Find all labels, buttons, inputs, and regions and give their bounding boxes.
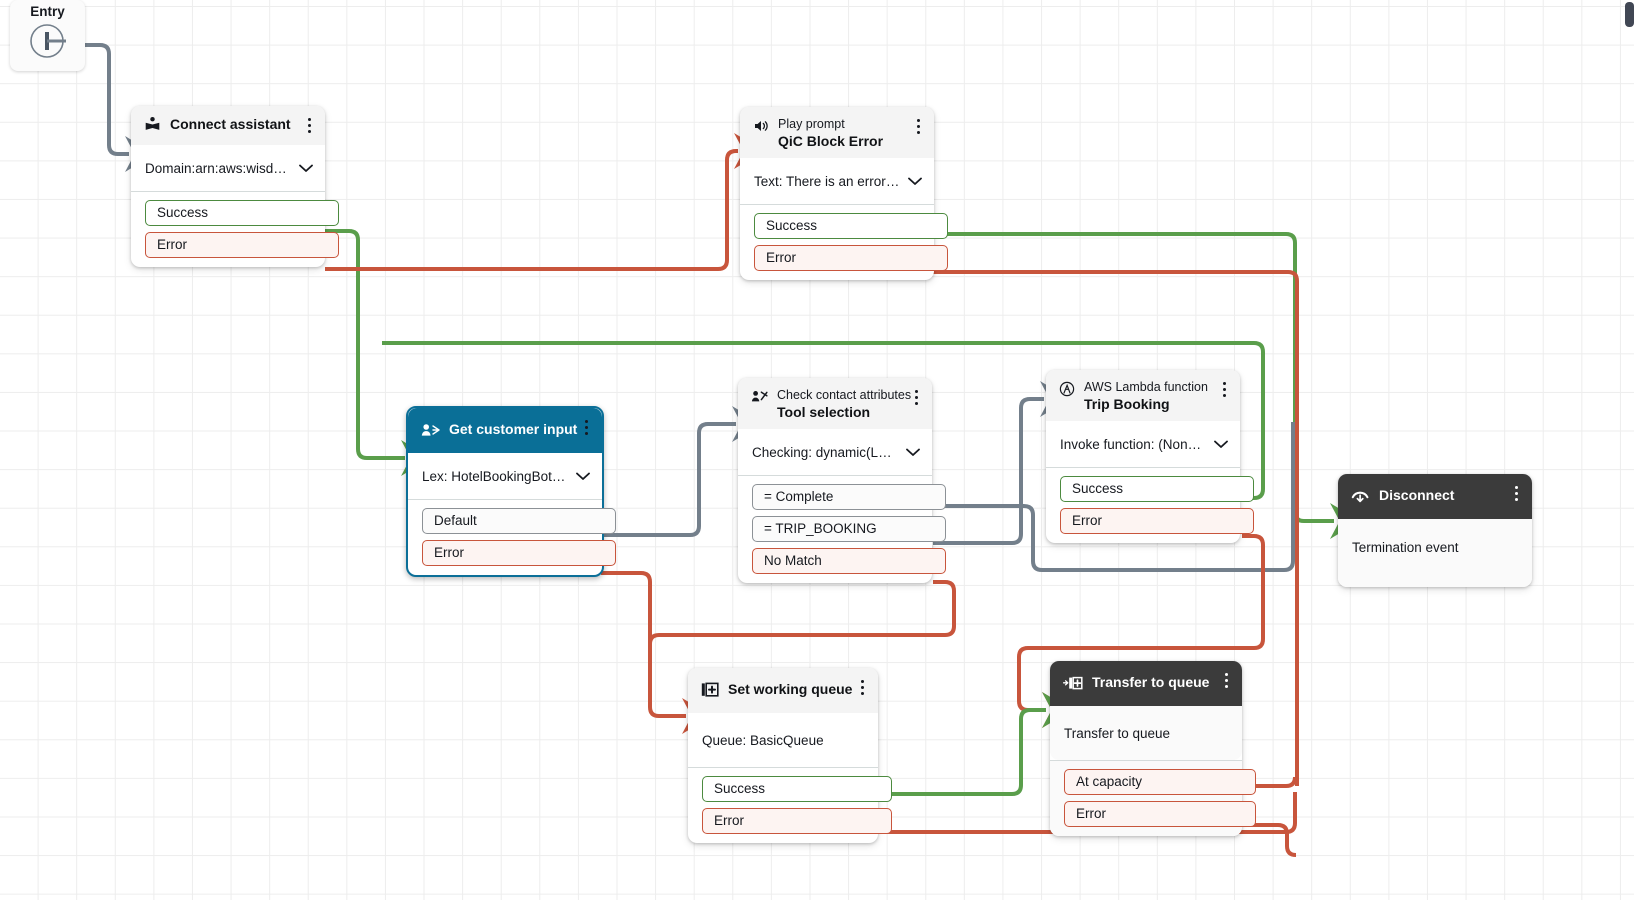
- node-get-customer-input[interactable]: Get customer input Lex: HotelBookingBot …: [406, 406, 616, 577]
- node-body-text: Checking: dynamic(Lex > ...: [752, 444, 898, 460]
- check-attributes-icon: [751, 391, 768, 402]
- node-title: Tool selection: [777, 404, 871, 421]
- port-success[interactable]: Success: [1060, 476, 1254, 503]
- node-connect-assistant[interactable]: Connect assistant Domain:arn:aws:wisdom:…: [131, 106, 339, 267]
- node-menu-button[interactable]: [579, 418, 593, 436]
- node-disconnect[interactable]: Disconnect Termination event: [1338, 474, 1532, 587]
- edge-connect-success-to-get-input: [325, 229, 431, 476]
- port-error[interactable]: Error: [1060, 508, 1254, 535]
- node-body-text: Invoke function: (None s...: [1060, 436, 1206, 452]
- node-body[interactable]: Checking: dynamic(Lex > ...: [738, 429, 932, 475]
- chevron-down-icon[interactable]: [576, 472, 590, 481]
- node-ports: Default Error: [408, 499, 616, 575]
- chevron-down-icon[interactable]: [1214, 440, 1228, 449]
- node-menu-button[interactable]: [302, 116, 316, 134]
- speaker-icon: [755, 121, 768, 131]
- lambda-icon: [1059, 381, 1075, 397]
- entry-node[interactable]: Entry: [10, 0, 85, 71]
- node-ports: Success Error: [688, 767, 892, 843]
- edge-set-queue-success-to-transfer: [879, 692, 1072, 796]
- edge-connect-error-to-play-prompt: [325, 133, 764, 271]
- node-header[interactable]: Connect assistant: [131, 106, 325, 145]
- edge-transfer-error: [1242, 823, 1297, 857]
- node-body[interactable]: Text: There is an error w...: [740, 158, 934, 204]
- node-body[interactable]: Termination event: [1338, 519, 1532, 587]
- node-title: Get customer input: [449, 421, 578, 437]
- node-ports: Success Error: [131, 191, 339, 267]
- node-menu-button[interactable]: [855, 678, 869, 696]
- port-trip-booking[interactable]: = TRIP_BOOKING: [752, 516, 946, 543]
- node-header[interactable]: Check contact attributes Tool selection: [738, 378, 932, 430]
- node-play-prompt[interactable]: Play prompt QiC Block Error Text: There …: [740, 107, 948, 281]
- node-body-text: Termination event: [1352, 539, 1459, 555]
- port-error[interactable]: Error: [754, 245, 948, 272]
- node-ports: = Complete = TRIP_BOOKING No Match: [738, 475, 946, 583]
- node-kind-label: Play prompt: [778, 117, 845, 131]
- port-error[interactable]: Error: [145, 232, 339, 258]
- node-body-text: Text: There is an error w...: [754, 173, 900, 189]
- node-body-text: Domain:arn:aws:wisdom:u...: [145, 160, 291, 176]
- chevron-down-icon[interactable]: [908, 177, 922, 186]
- node-body[interactable]: Transfer to queue: [1050, 706, 1242, 760]
- edge-check-tripbooking-to-lambda: [933, 381, 1070, 545]
- entry-terminal-icon: [29, 24, 66, 58]
- node-body-text: Lex: HotelBookingBot (US...: [422, 468, 568, 484]
- node-ports: At capacity Error: [1050, 760, 1256, 836]
- node-body[interactable]: Invoke function: (None s...: [1046, 421, 1240, 467]
- edge-get-input-default-to-check-attributes: [601, 406, 762, 537]
- node-title: Set working queue: [728, 681, 853, 697]
- node-header[interactable]: Get customer input: [408, 408, 602, 453]
- port-success[interactable]: Success: [754, 213, 948, 240]
- node-body-text: Transfer to queue: [1064, 725, 1171, 741]
- port-complete[interactable]: = Complete: [752, 484, 946, 511]
- node-aws-lambda-function[interactable]: AWS Lambda function Trip Booking Invoke …: [1046, 370, 1254, 544]
- transfer-queue-icon: [1063, 676, 1083, 690]
- vertical-scrollbar-thumb[interactable]: [1625, 2, 1634, 27]
- node-header[interactable]: Play prompt QiC Block Error: [740, 107, 934, 159]
- chevron-down-icon[interactable]: [906, 448, 920, 457]
- edge-get-input-error-to-set-queue: [601, 571, 712, 734]
- node-body[interactable]: Lex: HotelBookingBot (US...: [408, 453, 602, 499]
- node-header[interactable]: AWS Lambda function Trip Booking: [1046, 370, 1240, 422]
- node-menu-button[interactable]: [1217, 380, 1231, 398]
- port-success[interactable]: Success: [145, 200, 339, 226]
- node-menu-button[interactable]: [1509, 484, 1523, 502]
- node-ports: Success Error: [740, 204, 948, 280]
- node-title: Disconnect: [1379, 487, 1455, 503]
- node-menu-button[interactable]: [909, 388, 923, 406]
- port-error[interactable]: Error: [1064, 801, 1256, 827]
- node-title: Connect assistant: [170, 116, 291, 132]
- node-header[interactable]: Set working queue: [688, 668, 878, 713]
- node-body-text: Queue: BasicQueue: [702, 732, 824, 748]
- node-set-working-queue[interactable]: Set working queue Queue: BasicQueue Succ…: [688, 668, 892, 843]
- port-at-capacity[interactable]: At capacity: [1064, 769, 1256, 795]
- node-body[interactable]: Queue: BasicQueue: [688, 713, 878, 767]
- node-kind-label: AWS Lambda function: [1084, 380, 1208, 394]
- disconnect-icon: [1351, 491, 1369, 503]
- wisdom-book-icon: [145, 116, 160, 130]
- entry-label: Entry: [30, 4, 65, 19]
- chevron-down-icon[interactable]: [299, 164, 313, 173]
- port-error[interactable]: Error: [422, 540, 616, 566]
- node-menu-button[interactable]: [911, 117, 925, 135]
- node-ports: Success Error: [1046, 467, 1254, 543]
- node-body[interactable]: Domain:arn:aws:wisdom:u...: [131, 145, 325, 191]
- customer-input-icon: [421, 424, 440, 436]
- node-transfer-to-queue[interactable]: Transfer to queue Transfer to queue At c…: [1050, 661, 1256, 836]
- node-header[interactable]: Disconnect: [1338, 474, 1532, 519]
- port-success[interactable]: Success: [702, 776, 892, 802]
- port-no-match[interactable]: No Match: [752, 548, 946, 575]
- node-title: Transfer to queue: [1092, 674, 1210, 690]
- node-menu-button[interactable]: [1219, 671, 1233, 689]
- node-check-contact-attributes[interactable]: Check contact attributes Tool selection …: [738, 378, 946, 584]
- node-title: Trip Booking: [1084, 396, 1170, 413]
- node-title: QiC Block Error: [778, 133, 884, 150]
- port-error[interactable]: Error: [702, 808, 892, 834]
- node-kind-label: Check contact attributes: [777, 388, 912, 402]
- set-queue-icon: [701, 682, 719, 697]
- port-default[interactable]: Default: [422, 508, 616, 534]
- node-header[interactable]: Transfer to queue: [1050, 661, 1242, 706]
